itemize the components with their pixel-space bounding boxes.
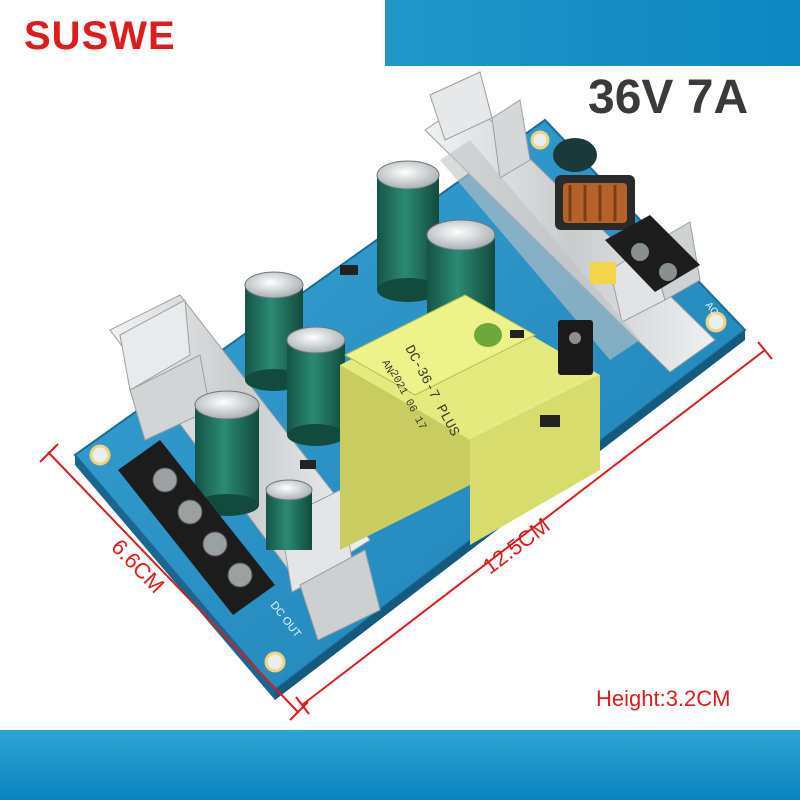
terminal-screw — [177, 499, 203, 525]
smd-component — [300, 460, 316, 469]
smd-component — [510, 330, 524, 338]
terminal-screw — [202, 531, 228, 557]
mounting-hole — [264, 651, 286, 673]
smd-component — [540, 415, 560, 427]
pcb-edge — [75, 455, 275, 700]
x-capacitor — [590, 262, 616, 284]
capacitor — [286, 326, 346, 446]
ac-input-terminal — [605, 215, 700, 292]
width-dimension — [39, 443, 309, 721]
varistor — [553, 138, 597, 172]
length-dimension — [295, 341, 773, 715]
transformer — [340, 294, 600, 550]
common-mode-choke — [555, 175, 635, 230]
smd-component — [340, 265, 358, 275]
terminal-screw — [227, 562, 253, 588]
height-label: Height:3.2CM — [596, 686, 731, 711]
top-blue-band — [385, 0, 800, 66]
brand-logo: SUSWE — [24, 14, 176, 58]
capacitor — [265, 479, 313, 550]
dc-output-terminal — [118, 440, 275, 615]
y-capacitor — [474, 323, 502, 347]
mounting-hole — [705, 311, 727, 333]
spec-label: 36V 7A — [588, 71, 749, 124]
mounting-hole — [89, 444, 111, 466]
bottom-blue-band — [0, 730, 800, 800]
mosfet — [558, 320, 593, 375]
transformer-code: AN — [378, 358, 395, 375]
terminal-screw — [152, 467, 178, 493]
mounting-hole — [530, 130, 550, 150]
